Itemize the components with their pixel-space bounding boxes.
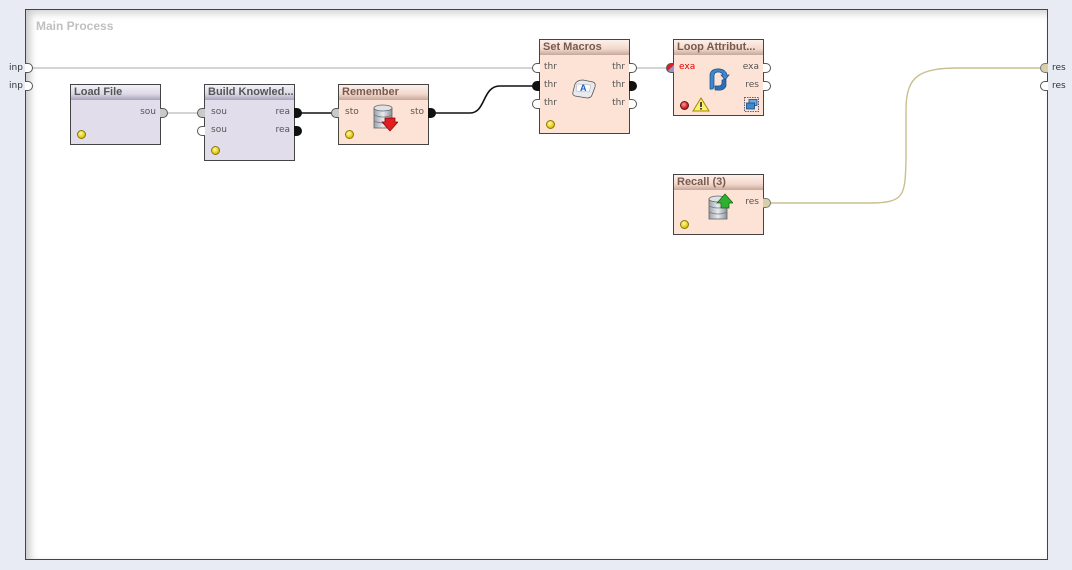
process-output-label: res xyxy=(1052,63,1066,73)
process-input-label: inp xyxy=(9,81,23,91)
output-port-sto[interactable] xyxy=(428,108,436,118)
operator-title: Recall (3) xyxy=(674,175,763,190)
input-port-sto[interactable] xyxy=(331,108,339,118)
output-port-thr[interactable] xyxy=(629,81,637,91)
process-output-label: res xyxy=(1052,81,1066,91)
output-port-sou[interactable] xyxy=(160,108,168,118)
status-ready-icon xyxy=(77,130,86,139)
output-port-label: thr xyxy=(612,62,625,72)
process-output-port[interactable] xyxy=(1040,63,1048,73)
output-port-label: res xyxy=(745,197,759,207)
input-port-thr[interactable] xyxy=(532,63,540,73)
output-port-exa[interactable] xyxy=(763,63,771,73)
status-error-icon xyxy=(680,101,689,110)
input-port-thr[interactable] xyxy=(532,81,540,91)
output-port-label: thr xyxy=(612,80,625,90)
input-port-label: sou xyxy=(211,125,227,135)
operator-title: Remember xyxy=(339,85,428,100)
operator-title: Set Macros xyxy=(540,40,629,55)
input-port-thr[interactable] xyxy=(532,99,540,109)
operator-remember[interactable]: Remember sto sto xyxy=(338,84,429,145)
process-canvas[interactable] xyxy=(25,9,1048,560)
output-port-label: thr xyxy=(612,98,625,108)
output-port-label: rea xyxy=(275,107,290,117)
output-port-rea[interactable] xyxy=(294,126,302,136)
output-port-res[interactable] xyxy=(763,198,771,208)
operator-build-knowledge[interactable]: Build Knowled... sou sou rea rea xyxy=(204,84,295,161)
input-port-label: thr xyxy=(544,80,557,90)
process-input-port[interactable] xyxy=(25,63,33,73)
database-retrieve-icon xyxy=(708,193,733,220)
operator-load-file[interactable]: Load File sou xyxy=(70,84,161,145)
subprocess-icon[interactable] xyxy=(744,97,759,112)
output-port-label: rea xyxy=(275,125,290,135)
input-port-exa-error[interactable] xyxy=(666,63,674,73)
process-output-port[interactable] xyxy=(1040,81,1048,91)
keyboard-key-icon: A xyxy=(572,79,596,99)
operator-title: Build Knowled... xyxy=(205,85,294,100)
input-port-label: sou xyxy=(211,107,227,117)
process-input-label: inp xyxy=(9,63,23,73)
output-port-thr[interactable] xyxy=(629,99,637,109)
process-input-port[interactable] xyxy=(25,81,33,91)
operator-set-macros[interactable]: Set Macros thr thr thr thr thr thr A xyxy=(539,39,630,134)
operator-loop-attributes[interactable]: Loop Attribut... exa exa res xyxy=(673,39,764,116)
operator-recall[interactable]: Recall (3) res xyxy=(673,174,764,235)
svg-text:A: A xyxy=(580,83,587,93)
status-ready-icon xyxy=(345,130,354,139)
operator-title: Load File xyxy=(71,85,160,100)
output-port-thr[interactable] xyxy=(629,63,637,73)
input-port-label: thr xyxy=(544,62,557,72)
loop-arrows-icon xyxy=(709,68,730,91)
input-port-sou[interactable] xyxy=(197,108,205,118)
output-port-rea[interactable] xyxy=(294,108,302,118)
operator-title: Loop Attribut... xyxy=(674,40,763,55)
output-port-label: sou xyxy=(140,107,156,117)
process-title: Main Process xyxy=(36,19,114,33)
database-store-icon xyxy=(373,104,398,132)
status-ready-icon xyxy=(546,120,555,129)
output-port-label: sto xyxy=(410,107,424,117)
input-port-label: sto xyxy=(345,107,359,117)
input-port-sou[interactable] xyxy=(197,126,205,136)
output-port-res[interactable] xyxy=(763,81,771,91)
input-port-label: thr xyxy=(544,98,557,108)
status-ready-icon xyxy=(680,220,689,229)
status-ready-icon xyxy=(211,146,220,155)
input-port-label-error: exa xyxy=(679,62,696,72)
warning-icon[interactable] xyxy=(692,97,710,112)
output-port-label: exa xyxy=(742,62,759,72)
output-port-label: res xyxy=(745,80,759,90)
